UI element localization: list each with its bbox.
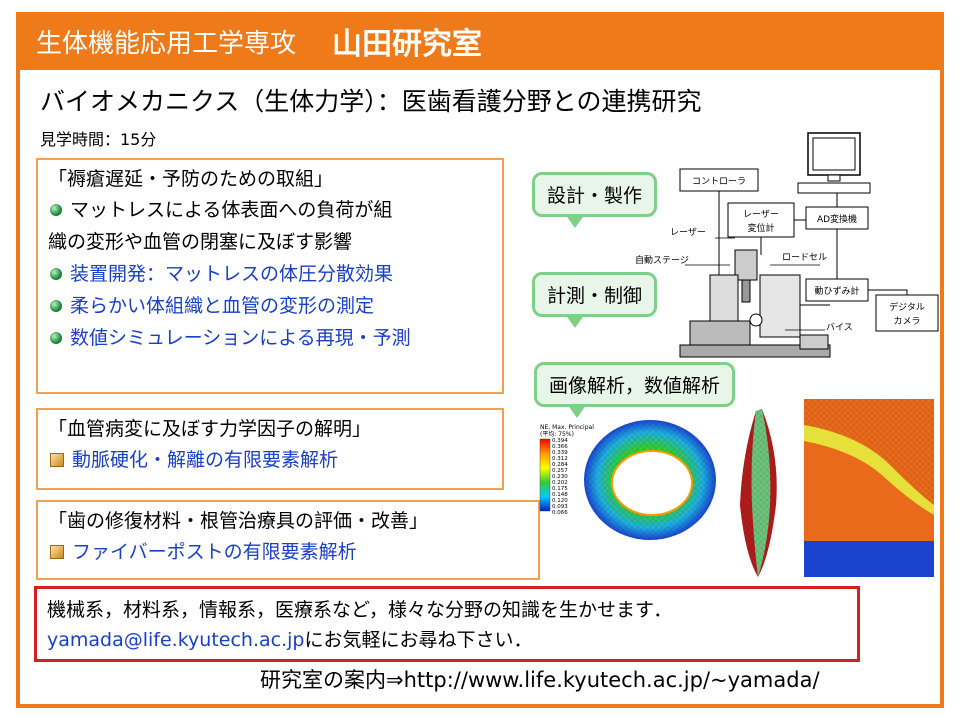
legend-value: 0.230 <box>552 474 568 480</box>
label-camera-1: デジタル <box>889 301 925 313</box>
callout-design: 設計・製作 <box>532 172 658 228</box>
computer-icon <box>797 132 871 194</box>
test-apparatus <box>679 249 831 358</box>
apparatus-schematic: コントローラ レーザー 変位計 AD変換機 動ひずみ計 デジタル カメラ レーザ… <box>635 132 939 358</box>
list-item-text: 柔らかい体組織と血管の変形の測定 <box>70 295 375 317</box>
square-bullet-icon <box>50 453 64 467</box>
guide-label: 研究室の案内⇒ <box>260 668 404 692</box>
fem-results: NE, Max. Principal (平均: 75%) 0.3940.3660… <box>539 399 934 577</box>
list-item-text: 数値シミュレーションによる再現・予測 <box>70 327 411 349</box>
list-item-text: マットレスによる体表面への負荷が組 <box>70 199 393 221</box>
list-item: 装置開発：マットレスの体圧分散効果 <box>48 258 492 290</box>
page-subtitle: バイオメカニクス（生体力学）：医歯看護分野との連携研究 <box>40 87 702 116</box>
tour-time: 見学時間：15分 <box>40 130 157 149</box>
label-loadcell: ロードセル <box>782 252 827 263</box>
fem-color-legend: NE, Max. Principal (平均: 75%) 0.3940.3660… <box>539 424 594 516</box>
contact-line-1: 機械系，材料系，情報系，医療系など，様々な分野の知識を生かせます． <box>47 599 673 621</box>
tooth-fem-image <box>740 409 777 577</box>
label-stage: 自動ステージ <box>635 254 689 266</box>
topic-box-vascular: 「血管病変に及ぼす力学因子の解明」 動脈硬化・解離の有限要素解析 <box>36 408 504 490</box>
list-item-text: ファイバーポストの有限要素解析 <box>72 541 357 563</box>
list-item-continuation: 織の変形や血管の閉塞に及ぼす影響 <box>48 231 353 253</box>
contact-box: 機械系，材料系，情報系，医療系など，様々な分野の知識を生かせます． yamada… <box>34 586 860 662</box>
legend-value: 0.257 <box>552 468 568 474</box>
green-ball-bullet-icon <box>50 332 62 344</box>
legend-title-2: (平均: 75%) <box>540 430 574 438</box>
callout-analysis: 画像解析，数値解析 <box>534 362 736 418</box>
green-ball-bullet-icon <box>50 300 62 312</box>
legend-title-1: NE, Max. Principal <box>540 424 594 431</box>
list-item: 動脈硬化・解離の有限要素解析 <box>48 444 492 476</box>
label-ad-converter: AD変換機 <box>817 213 857 225</box>
legend-value: 0.202 <box>552 480 568 486</box>
topic-title: 「血管病変に及ぼす力学因子の解明」 <box>48 418 372 440</box>
lab-name: 山田研究室 <box>332 27 483 62</box>
email-link[interactable]: yamada@life.kyutech.ac.jp <box>47 629 305 651</box>
root-canal-fem-image <box>804 399 934 577</box>
green-ball-bullet-icon <box>50 268 62 280</box>
legend-value: 0.175 <box>552 486 568 492</box>
legend-value: 0.394 <box>552 438 568 444</box>
callout-measure: 計測・制御 <box>532 272 658 328</box>
list-item: ファイバーポストの有限要素解析 <box>48 536 528 568</box>
list-item: 柔らかい体組織と血管の変形の測定 <box>48 290 492 322</box>
vessel-fem-image <box>584 420 716 540</box>
contact-line-2: yamada@life.kyutech.ac.jpにお気軽にお尋ね下さい． <box>47 625 847 655</box>
label-controller: コントローラ <box>692 176 746 187</box>
topic-box-dental: 「歯の修復材料・根管治療具の評価・改善」 ファイバーポストの有限要素解析 <box>36 500 540 580</box>
topic-title: 「歯の修復材料・根管治療具の評価・改善」 <box>48 510 429 532</box>
legend-value: 0.093 <box>552 504 568 510</box>
legend-value: 0.312 <box>552 456 568 462</box>
green-ball-bullet-icon <box>50 204 62 216</box>
legend-value: 0.366 <box>552 444 568 450</box>
list-item-text: 動脈硬化・解離の有限要素解析 <box>72 449 339 471</box>
square-bullet-icon <box>50 545 64 559</box>
label-vise: バイス <box>826 322 853 333</box>
label-laser: レーザー <box>670 227 706 238</box>
topic-box-pressure-ulcer: 「褥瘡遅延・予防のための取組」 マットレスによる体表面への負荷が組 織の変形や血… <box>36 158 504 394</box>
label-strain-meter: 動ひずみ計 <box>814 285 859 297</box>
label-laser-meter-2: 変位計 <box>747 222 774 234</box>
topic-title: 「褥瘡遅延・予防のための取組」 <box>48 168 334 190</box>
department-name: 生体機能応用工学専攻 <box>36 28 297 59</box>
legend-value: 0.120 <box>552 498 568 504</box>
legend-value: 0.339 <box>552 450 568 456</box>
list-item: 数値シミュレーションによる再現・予測 <box>48 322 492 354</box>
header-bar: 生体機能応用工学専攻 山田研究室 <box>16 12 944 70</box>
contact-line-2-rest: にお気軽にお尋ね下さい． <box>304 629 533 651</box>
lab-guide: 研究室の案内⇒http://www.life.kyutech.ac.jp/~ya… <box>260 664 820 694</box>
label-laser-meter-1: レーザー <box>743 209 779 220</box>
list-item: マットレスによる体表面への負荷が組 <box>48 194 492 226</box>
legend-value: 0.066 <box>552 510 568 516</box>
label-camera-2: カメラ <box>893 316 920 327</box>
legend-value: 0.148 <box>552 492 568 498</box>
lab-url-link[interactable]: http://www.life.kyutech.ac.jp/~yamada/ <box>403 668 820 692</box>
legend-value: 0.284 <box>552 462 568 468</box>
list-item-text: 装置開発：マットレスの体圧分散効果 <box>70 263 394 285</box>
